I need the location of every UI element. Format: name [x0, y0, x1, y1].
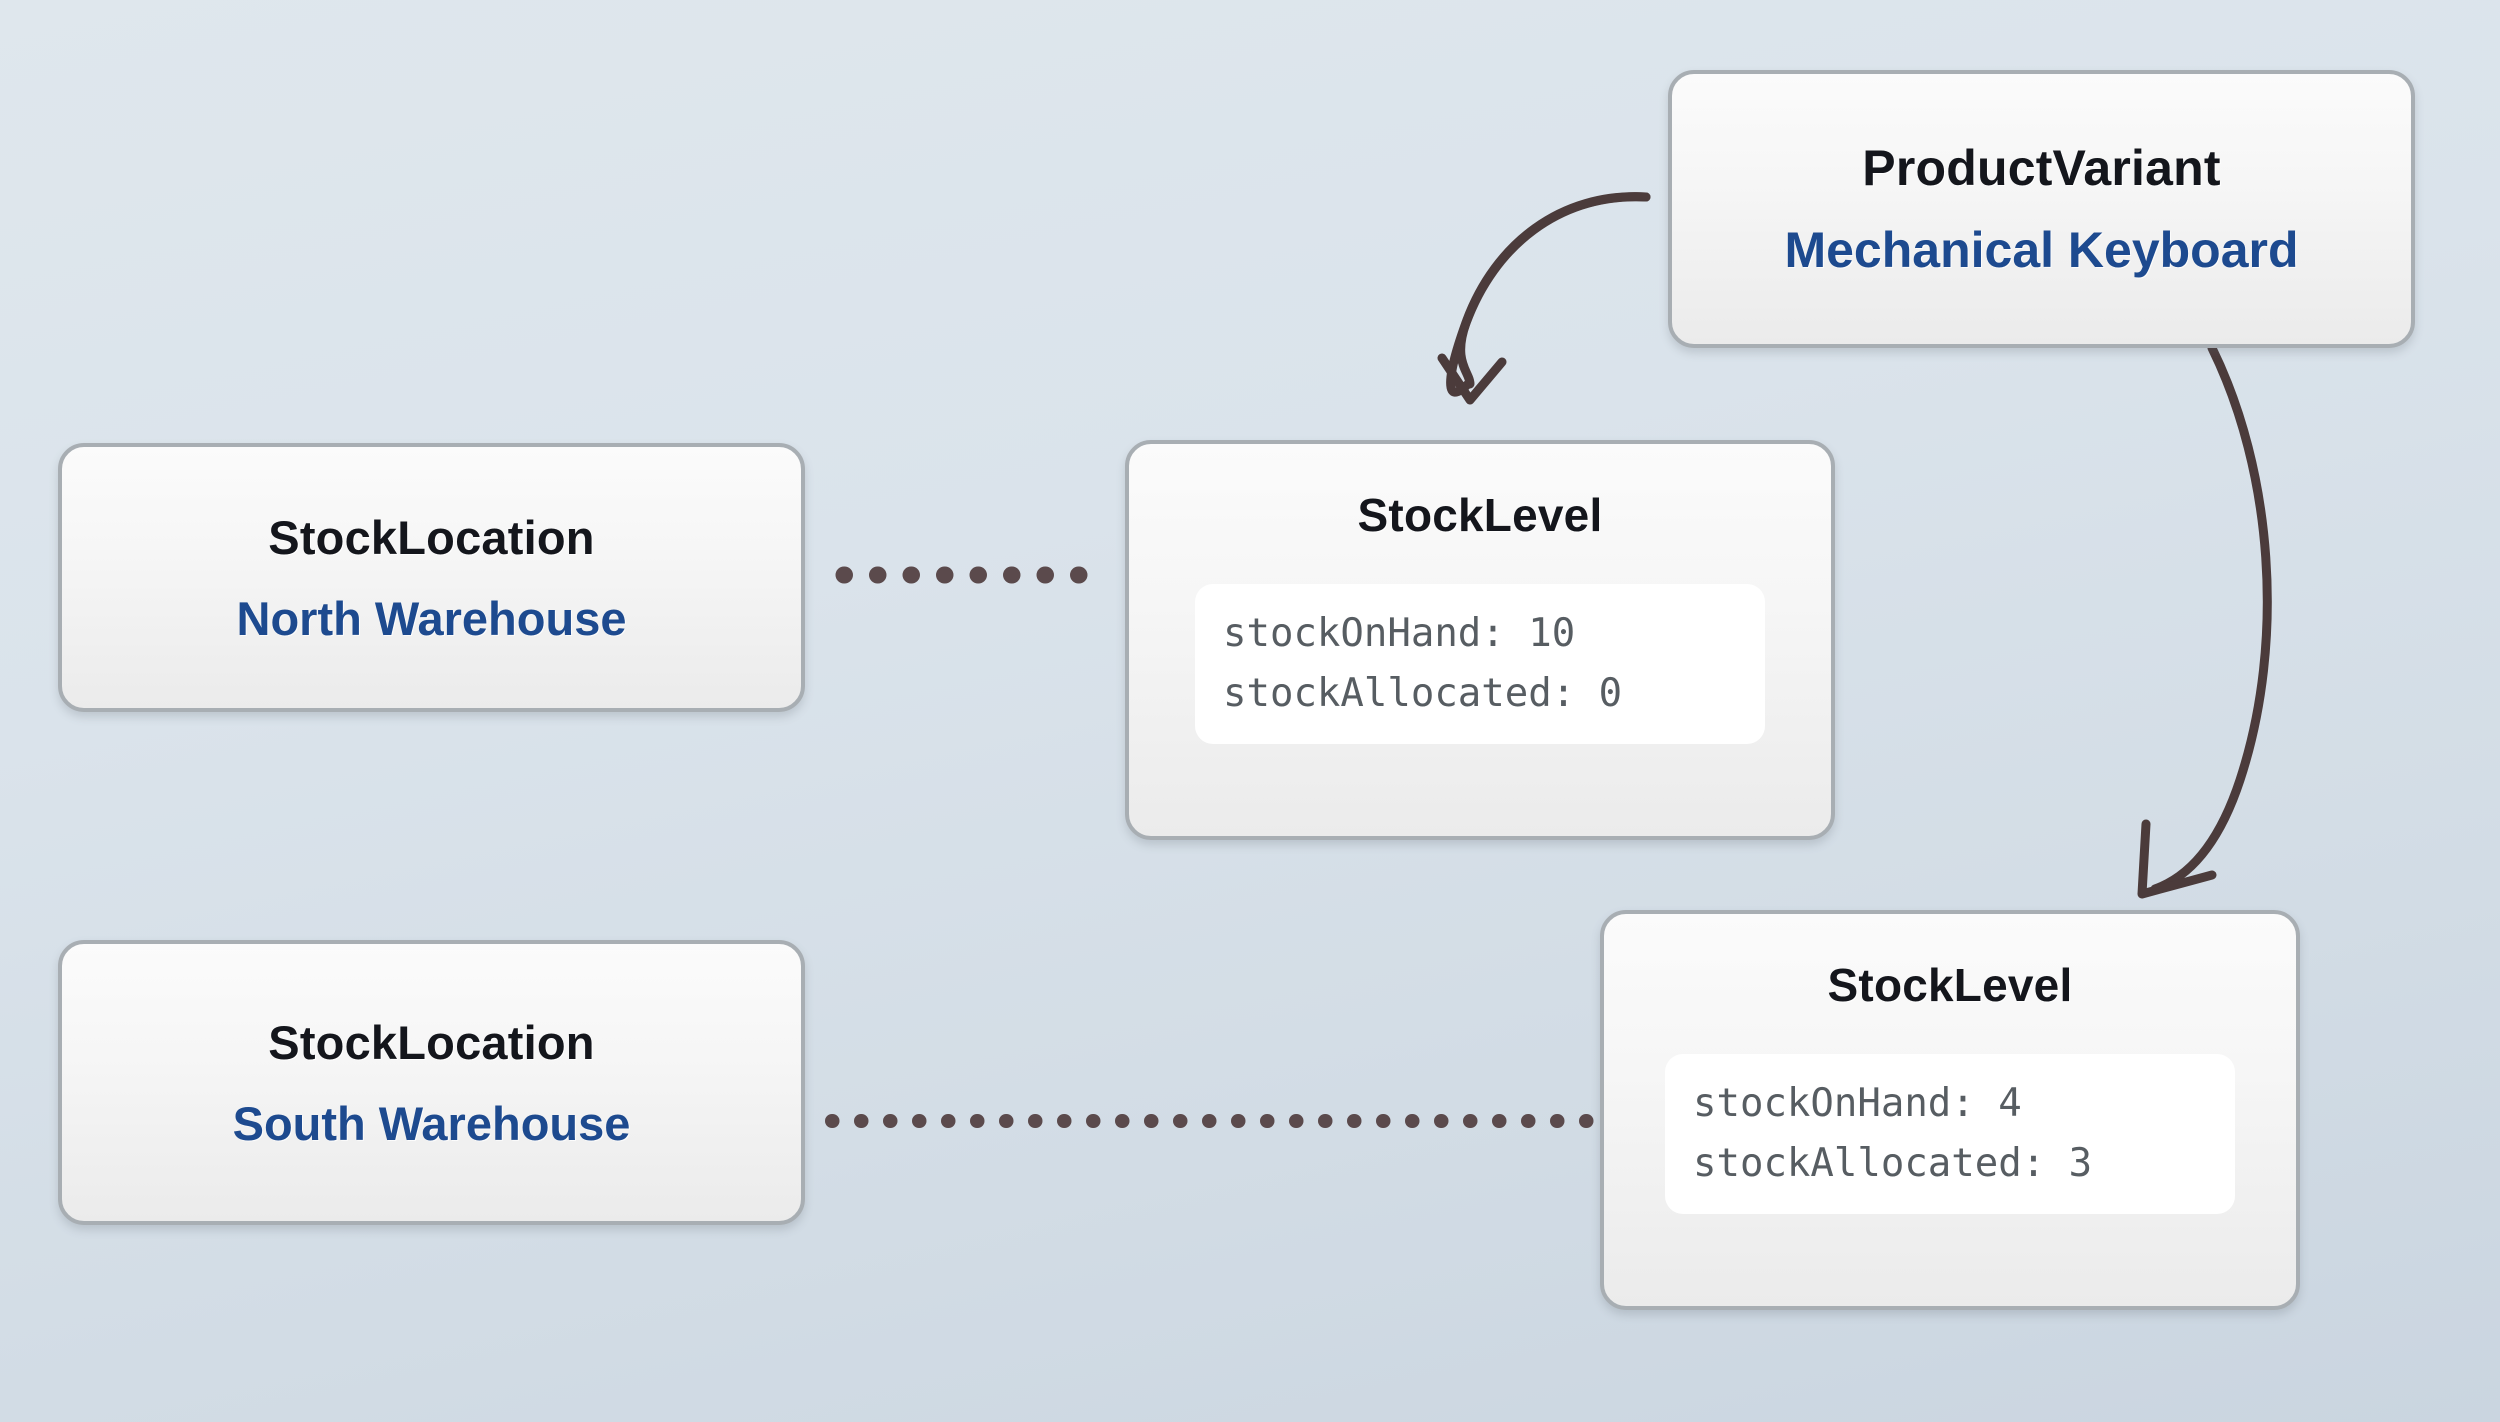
node-type-label: StockLevel — [1827, 959, 2073, 1011]
node-type-label: StockLocation — [268, 510, 595, 564]
node-stock-location-north[interactable]: StockLocation North Warehouse — [58, 443, 805, 712]
node-type-label: StockLevel — [1357, 489, 1603, 541]
property-stock-on-hand: stockOnHand: 4 — [1693, 1080, 2022, 1126]
property-stock-allocated: stockAllocated: 3 — [1693, 1141, 2093, 1186]
node-stock-level-north[interactable]: StockLevel stockOnHand: 10 stockAllocate… — [1125, 440, 1835, 840]
node-entity-label: Mechanical Keyboard — [1784, 222, 2299, 278]
stock-level-properties: stockOnHand: 4 stockAllocated: 3 — [1665, 1054, 2235, 1214]
node-type-label: StockLocation — [268, 1015, 595, 1069]
node-product-variant[interactable]: ProductVariant Mechanical Keyboard — [1668, 70, 2415, 348]
node-stock-level-south[interactable]: StockLevel stockOnHand: 4 stockAllocated… — [1600, 910, 2300, 1310]
property-stock-on-hand: stockOnHand: 10 — [1223, 610, 1576, 656]
node-type-label: ProductVariant — [1862, 140, 2221, 196]
node-entity-label: North Warehouse — [236, 591, 627, 645]
edge-product-variant-to-stock-level-north — [1437, 192, 1651, 405]
node-stock-location-south[interactable]: StockLocation South Warehouse — [58, 940, 805, 1225]
property-stock-allocated: stockAllocated: 0 — [1223, 671, 1623, 716]
node-entity-label: South Warehouse — [232, 1096, 631, 1150]
edge-product-variant-to-stock-level-south — [2137, 343, 2272, 899]
stock-level-properties: stockOnHand: 10 stockAllocated: 0 — [1195, 584, 1765, 744]
